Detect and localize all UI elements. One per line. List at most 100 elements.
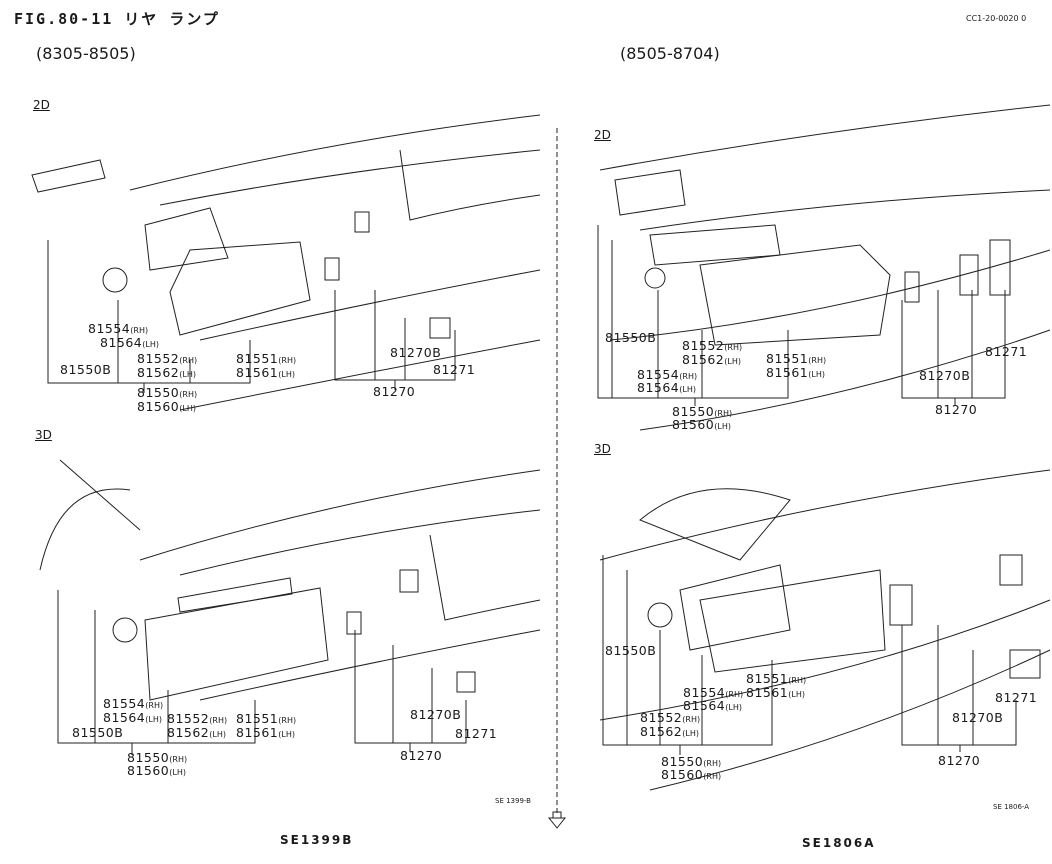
part-number: 81564 [637,380,680,395]
part-number-label: 81564(LH) [637,381,696,397]
section-3d-left: 3D [35,428,52,442]
brackets-bottom-right [602,555,1017,755]
ref-small-left: SE 1399-B [495,797,531,805]
part-number-label: 81270 [400,749,442,765]
car-body-bottom-right [599,469,1051,791]
part-side: (RH) [788,676,807,685]
part-number-label: 81560(RH) [661,768,721,784]
part-number-label: 81551(RH) [236,352,296,368]
part-side: (RH) [169,755,188,764]
part-number: 81551 [236,711,279,726]
part-number: 81552 [137,351,180,366]
part-number: 81270B [952,710,1004,725]
part-number: 81552 [167,711,210,726]
part-number: 81561 [236,725,279,740]
part-number-label: 81550B [605,644,656,660]
part-number-label: 81550B [72,726,123,742]
part-number-label: 81564(LH) [683,699,742,715]
part-number: 81550B [605,643,657,658]
part-number: 81564 [103,710,146,725]
part-number: 81560 [661,767,704,782]
part-number-label: 81550(RH) [137,386,197,402]
brackets-bottom-left [57,590,467,755]
part-number: 81561 [236,365,279,380]
part-number-label: 81554(RH) [683,686,743,702]
part-side: (LH) [682,729,699,738]
car-body-top-right [599,104,1051,431]
part-number-label: 81551(RH) [236,712,296,728]
part-side: (LH) [209,730,226,739]
part-number: 81270B [410,707,462,722]
part-side: (RH) [179,356,198,365]
part-number-label: 81554(RH) [637,368,697,384]
part-side: (RH) [725,690,744,699]
part-side: (LH) [278,370,295,379]
section-2d-right: 2D [594,128,611,142]
part-number: 81560 [127,763,170,778]
part-number-label: 81551(RH) [766,352,826,368]
part-number-label: 81560(LH) [127,764,186,780]
document-code: CC1-20-0020 0 [966,14,1027,23]
part-number: 81551 [766,351,809,366]
down-arrow-icon [547,811,567,829]
part-number: 81551 [746,671,789,686]
part-number: 81552 [682,338,725,353]
part-number-label: 81560(LH) [137,400,196,416]
part-number: 81554 [88,321,131,336]
part-number: 81562 [640,724,683,739]
ref-big-right: SE1806A [802,836,876,850]
ref-big-left: SE1399B [280,833,354,847]
part-number-label: 81562(LH) [137,366,196,382]
part-number-label: 81271 [455,727,497,743]
part-number: 81550 [672,404,715,419]
part-number-label: 81554(RH) [88,322,148,338]
part-number-label: 81550B [605,331,656,347]
part-number: 81551 [236,351,279,366]
part-number: 81271 [455,726,498,741]
part-number: 81560 [137,399,180,414]
part-number-label: 81562(LH) [167,726,226,742]
part-number: 81270 [373,384,416,399]
part-number-label: 81552(RH) [640,711,700,727]
part-number-label: 81561(LH) [236,726,295,742]
part-number-label: 81561(LH) [766,366,825,382]
part-side: (LH) [169,768,186,777]
part-number-label: 81270 [935,403,977,419]
part-number: 81562 [682,352,725,367]
part-number-label: 81550(RH) [661,755,721,771]
part-number-label: 81562(LH) [682,353,741,369]
part-number-label: 81561(LH) [746,686,805,702]
part-side: (RH) [130,326,149,335]
part-number: 81270 [935,402,978,417]
part-number-label: 81271 [985,345,1027,361]
part-number: 81271 [433,362,476,377]
part-number: 81550B [60,362,112,377]
part-side: (RH) [703,759,722,768]
part-side: (RH) [724,343,743,352]
part-side: (LH) [145,715,162,724]
part-number: 81550 [137,385,180,400]
brackets-top-right [597,225,1006,406]
part-side: (LH) [179,404,196,413]
part-number-label: 81270B [919,369,970,385]
part-side: (RH) [179,390,198,399]
part-number-label: 81562(LH) [640,725,699,741]
brackets-top-left [47,240,456,393]
part-number-label: 81564(LH) [100,336,159,352]
part-number: 81550B [605,330,657,345]
figure-title: FIG.80-11 リヤ ランプ [14,10,220,28]
part-number-label: 81271 [995,691,1037,707]
section-2d-left: 2D [33,98,50,112]
part-side: (LH) [679,385,696,394]
part-number-label: 81560(LH) [672,418,731,434]
part-number-label: 81551(RH) [746,672,806,688]
part-number: 81554 [103,696,146,711]
range-right: (8505-8704) [620,44,720,63]
part-side: (RH) [278,356,297,365]
part-number: 81554 [683,685,726,700]
part-number-label: 81554(RH) [103,697,163,713]
part-side: (RH) [808,356,827,365]
part-number-label: 81270B [390,346,441,362]
part-number: 81560 [672,417,715,432]
